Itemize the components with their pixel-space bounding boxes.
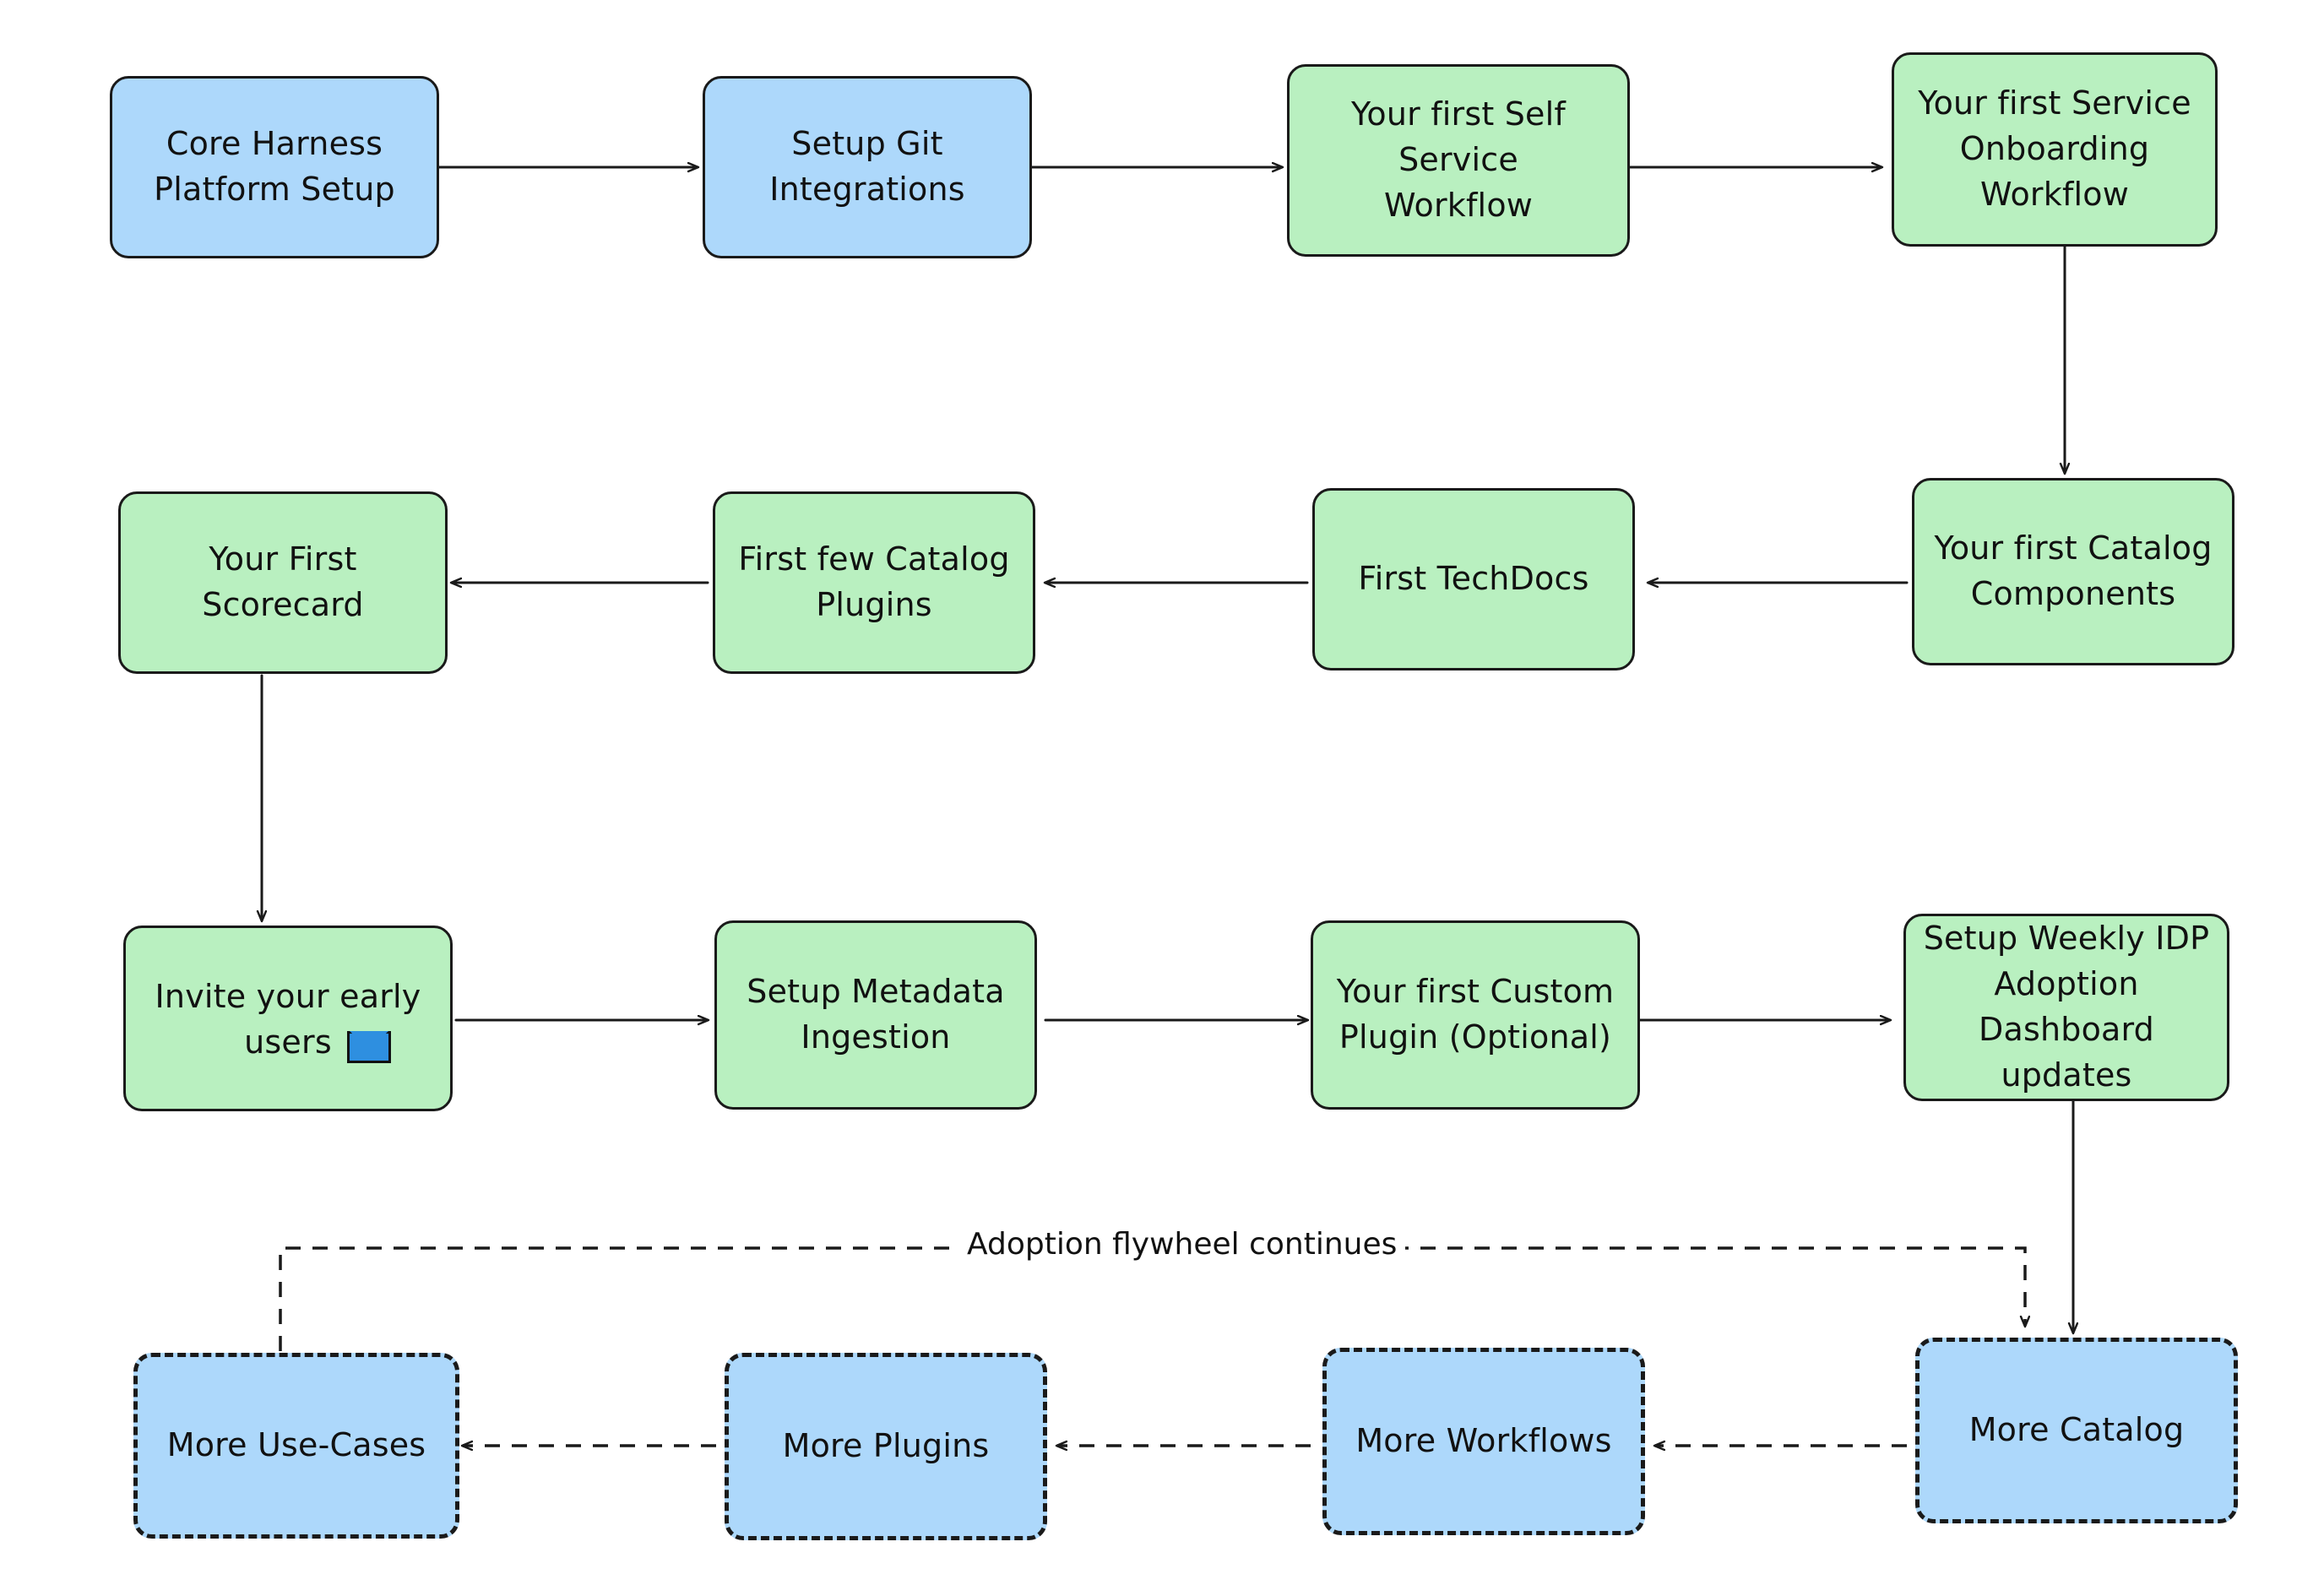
node-label: Setup Metadata Ingestion bbox=[747, 973, 1005, 1056]
node-first-few-catalog-plugins[interactable]: First few Catalog Plugins bbox=[713, 491, 1035, 674]
node-setup-metadata-ingestion[interactable]: Setup Metadata Ingestion bbox=[714, 920, 1037, 1110]
node-your-first-service-onboarding-workflow[interactable]: Your first Service Onboarding Workflow bbox=[1892, 52, 2218, 247]
node-label: Your First Scorecard bbox=[202, 540, 364, 623]
node-label: Setup Weekly IDP Adoption Dashboard upda… bbox=[1923, 920, 2210, 1094]
node-label: More Use-Cases bbox=[166, 1426, 426, 1464]
node-core-harness-platform-setup[interactable]: Core Harness Platform Setup bbox=[110, 76, 439, 258]
node-label: More Catalog bbox=[1968, 1411, 2185, 1449]
node-more-workflows[interactable]: More Workflows bbox=[1322, 1348, 1645, 1535]
edge-flywheel-loop bbox=[279, 1246, 2025, 1351]
node-setup-git-integrations[interactable]: Setup Git Integrations bbox=[703, 76, 1032, 258]
node-your-first-custom-plugin-optional[interactable]: Your first Custom Plugin (Optional) bbox=[1311, 920, 1640, 1110]
node-label: First TechDocs bbox=[1358, 560, 1589, 598]
node-label: Your first Service Onboarding Workflow bbox=[1918, 84, 2191, 213]
node-your-first-scorecard[interactable]: Your First Scorecard bbox=[118, 491, 448, 674]
node-label: Setup Git Integrations bbox=[769, 125, 965, 208]
node-label: Your first Catalog Components bbox=[1934, 529, 2213, 612]
node-invite-your-early-users[interactable]: Invite your early users bbox=[123, 926, 453, 1111]
node-label: Your first Custom Plugin (Optional) bbox=[1336, 973, 1615, 1056]
node-label: More Workflows bbox=[1355, 1422, 1612, 1460]
node-label: More Plugins bbox=[782, 1427, 990, 1465]
node-more-catalog[interactable]: More Catalog bbox=[1915, 1338, 2238, 1523]
node-label: First few Catalog Plugins bbox=[738, 540, 1010, 623]
node-setup-weekly-idp-adoption-dashboard-updates[interactable]: Setup Weekly IDP Adoption Dashboard upda… bbox=[1903, 914, 2229, 1101]
node-more-plugins[interactable]: More Plugins bbox=[725, 1353, 1047, 1540]
node-label: Invite your early users bbox=[155, 978, 421, 1061]
node-your-first-catalog-components[interactable]: Your first Catalog Components bbox=[1912, 478, 2234, 665]
envelope-icon bbox=[347, 1031, 391, 1063]
edge-label-adoption-flywheel: Adoption flywheel continues bbox=[958, 1226, 1406, 1263]
node-first-techdocs[interactable]: First TechDocs bbox=[1312, 488, 1635, 670]
node-label: Core Harness Platform Setup bbox=[154, 125, 395, 208]
node-more-use-cases[interactable]: More Use-Cases bbox=[133, 1353, 459, 1539]
node-your-first-self-service-workflow[interactable]: Your first Self Service Workflow bbox=[1287, 64, 1630, 257]
node-label: Your first Self Service Workflow bbox=[1351, 95, 1566, 224]
